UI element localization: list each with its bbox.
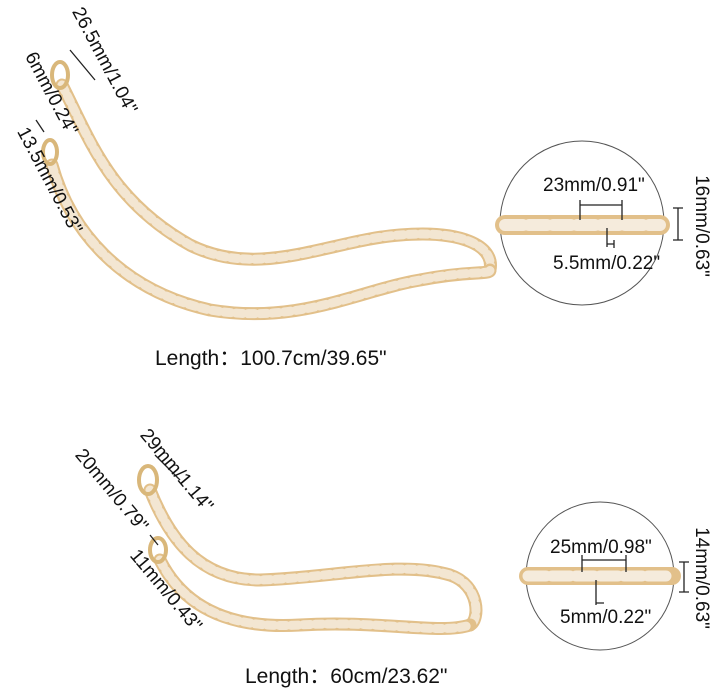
clasp-icons	[41, 60, 168, 564]
dimension-lines	[35, 49, 181, 546]
bottom-chain-width-label: 14mm/0.63"	[690, 527, 712, 629]
top-chain-width-label: 16mm/0.63"	[690, 175, 712, 277]
bottom-link-length-label: 25mm/0.98"	[550, 537, 652, 558]
bottom-link-gap-label: 5mm/0.22"	[560, 607, 652, 628]
top-length-label: Length：100.7cm/39.65"	[155, 347, 387, 370]
top-link-gap-label: 5.5mm/0.22"	[553, 253, 661, 274]
top-link-length-label: 23mm/0.91"	[543, 175, 645, 196]
bottom-length-label: Length：60cm/23.62"	[245, 665, 448, 688]
